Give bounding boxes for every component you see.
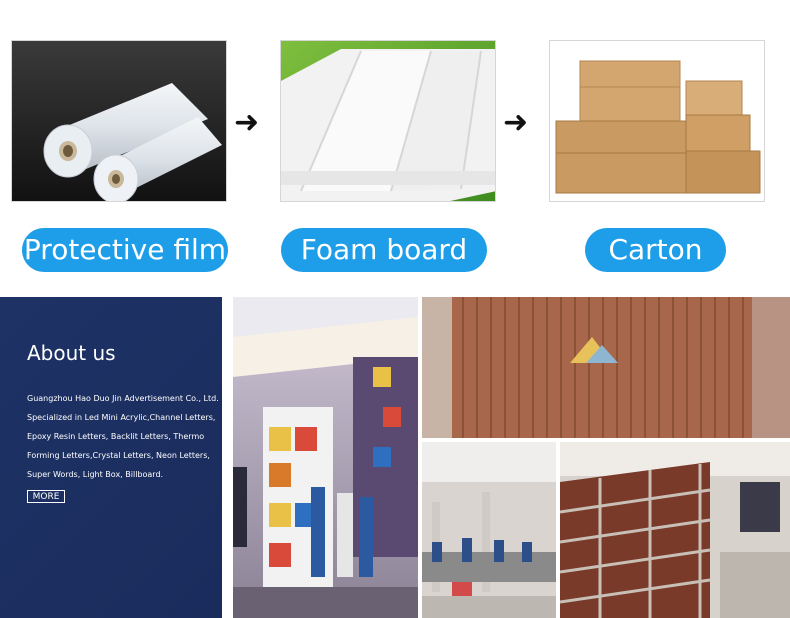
arrow-right-icon: ➜ — [503, 105, 529, 140]
exhibition-booth-photo — [233, 297, 418, 618]
company-lobby-illustration — [422, 297, 790, 438]
workshop-photo — [422, 442, 556, 618]
about-us-panel: About us Guangzhou Hao Duo Jin Advertise… — [0, 297, 222, 618]
carton-image — [549, 40, 765, 202]
more-button[interactable]: MORE — [27, 490, 65, 503]
about-line: Specialized in Led Mini Acrylic,Channel … — [27, 413, 216, 422]
workshop-illustration — [422, 442, 556, 618]
about-line: Super Words, Light Box, Billboard. — [27, 470, 164, 479]
protective-film-illustration — [12, 41, 226, 201]
arrow-right-icon: ➜ — [234, 105, 260, 140]
about-line: Epoxy Resin Letters, Backlit Letters, Th… — [27, 432, 205, 441]
protective-film-label: Protective film — [22, 228, 228, 272]
about-line: Guangzhou Hao Duo Jin Advertisement Co.,… — [27, 394, 219, 403]
about-line: Forming Letters,Crystal Letters, Neon Le… — [27, 451, 210, 460]
about-us-title: About us — [27, 341, 116, 365]
foam-board-label: Foam board — [281, 228, 487, 272]
warehouse-racks-photo — [560, 442, 790, 618]
carton-label: Carton — [585, 228, 726, 272]
foam-board-image — [280, 40, 496, 202]
foam-board-illustration — [281, 41, 495, 201]
warehouse-racks-illustration — [560, 442, 790, 618]
carton-illustration — [550, 41, 764, 201]
exhibition-booth-illustration — [233, 297, 418, 618]
company-lobby-photo — [422, 297, 790, 438]
about-us-description: Guangzhou Hao Duo Jin Advertisement Co.,… — [27, 389, 219, 484]
protective-film-image — [11, 40, 227, 202]
